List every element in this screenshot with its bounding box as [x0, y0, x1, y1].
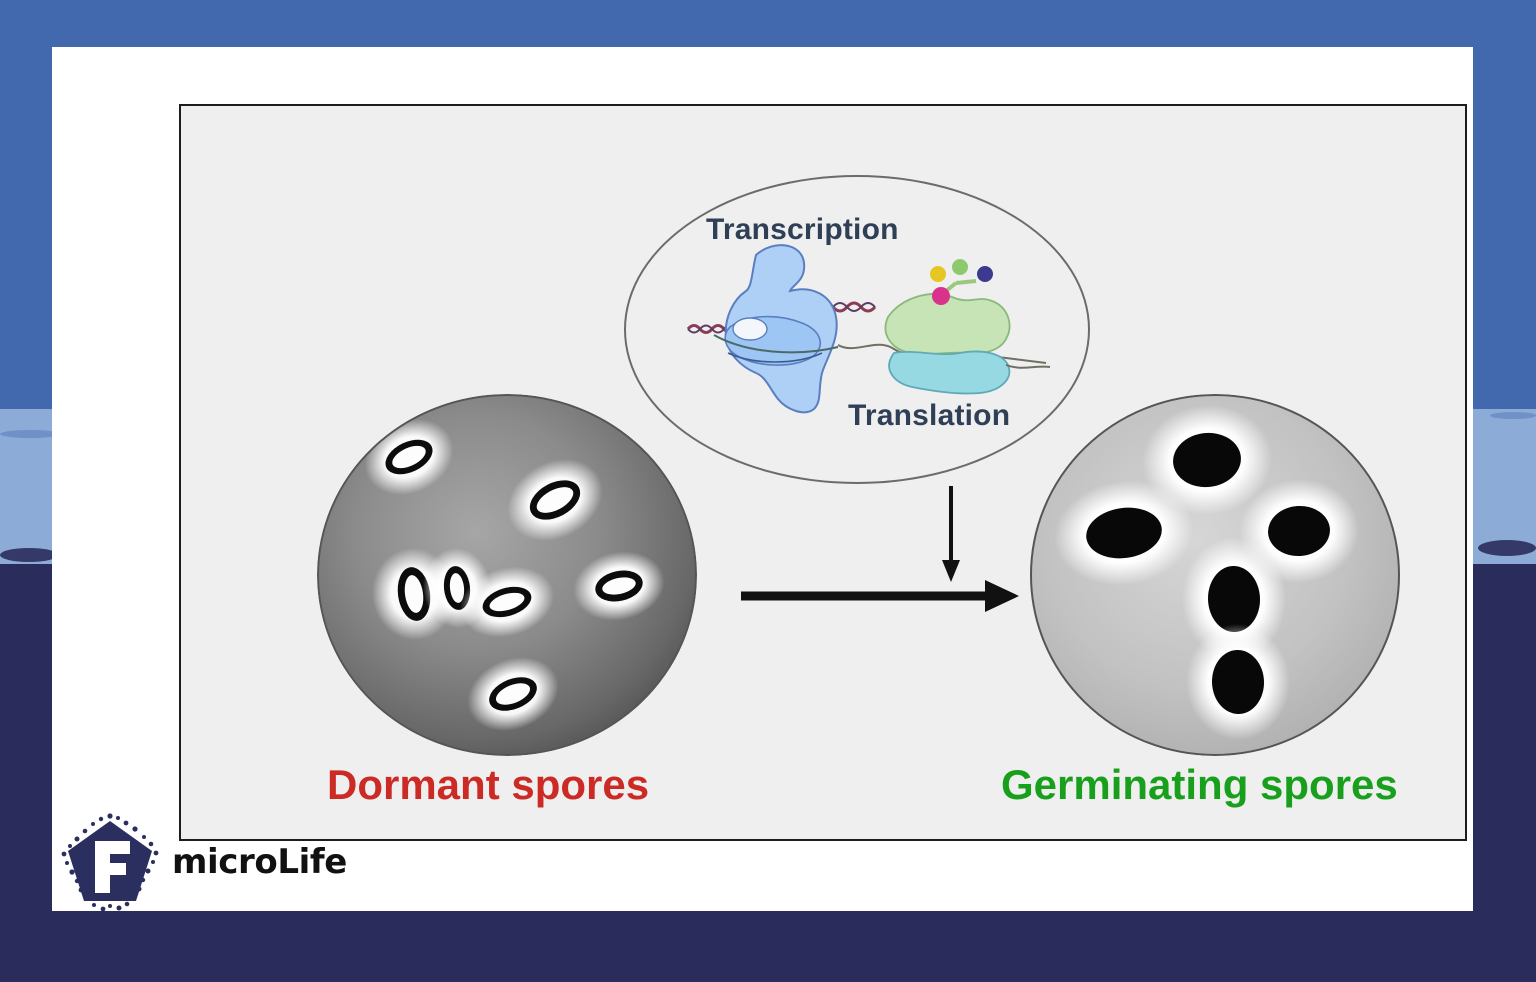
spore	[1054, 480, 1194, 586]
germinating-spores-micrograph	[1029, 394, 1401, 756]
transcription-translation-arrow	[942, 486, 960, 582]
transcription-translation-cartoon	[686, 244, 1051, 414]
ribosome-large-subunit-icon	[884, 293, 1011, 356]
dormant-spores-caption: Dormant spores	[327, 761, 650, 808]
figure-panel: Transcription Translation	[179, 104, 1467, 841]
rna-polymerase-icon	[724, 244, 838, 414]
polypeptide-chain-icon	[930, 259, 993, 305]
background-wisp	[0, 430, 60, 438]
germination-arrow	[741, 580, 1019, 612]
translation-label: Translation	[848, 399, 1011, 432]
spore	[467, 657, 559, 731]
background-wisp	[1478, 540, 1536, 556]
transcription-label: Transcription	[706, 213, 899, 246]
figure-card: Transcription Translation	[52, 47, 1473, 911]
spore	[573, 551, 665, 621]
dna-template-icon	[713, 334, 839, 354]
background-wisp	[1490, 412, 1536, 419]
background-wisp	[0, 548, 58, 562]
spore	[459, 566, 555, 638]
microlife-logo: microLife	[60, 812, 347, 912]
dormant-spores-micrograph	[317, 394, 697, 756]
germinating-spores-caption: Germinating spores	[1001, 761, 1398, 808]
spore	[1185, 624, 1291, 740]
microlife-badge-icon	[61, 813, 159, 911]
germinating-field-of-view	[1030, 394, 1400, 756]
spore	[364, 419, 454, 495]
microlife-wordmark: microLife	[172, 842, 347, 882]
mrna-tail-icon	[1005, 364, 1051, 369]
transcription-translation-ellipse: Transcription Translation	[624, 175, 1090, 484]
spore	[507, 459, 603, 541]
dormant-field-of-view	[317, 394, 697, 756]
spore	[1142, 404, 1272, 516]
ribosome-small-subunit-icon	[888, 350, 1011, 395]
